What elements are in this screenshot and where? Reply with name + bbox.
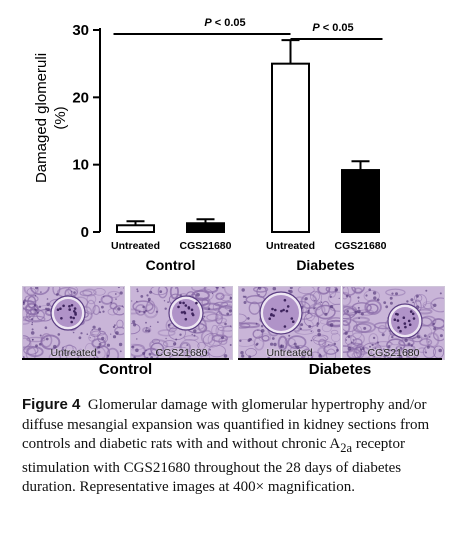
bar-diabetes-untreated [271, 62, 310, 233]
x-group-label: Control [146, 257, 196, 273]
caption-text: Glomerular damage with glomerular hypert… [22, 397, 430, 452]
bar-control-untreated [116, 224, 155, 233]
y-tick-label: 0 [81, 224, 89, 241]
micrograph-group-label-control: Control [98, 361, 153, 378]
micrograph-label: Untreated [50, 347, 97, 359]
figure-caption: Figure 4 Glomerular damage with glomerul… [22, 395, 447, 498]
y-axis-label: Damaged glomeruli(%) [33, 53, 69, 183]
micrograph-diabetes-cgs21680: CGS21680 [342, 286, 445, 360]
micrograph-group-label-diabetes: Diabetes [308, 361, 372, 378]
significance-label: P < 0.05 [204, 17, 245, 29]
micrograph-row: Untreated CGS21680 Untreated CGS21680 [22, 286, 445, 360]
y-tick-label: 30 [72, 22, 89, 39]
kidney-section-image [343, 287, 444, 359]
figure-label: Figure 4 [22, 396, 81, 413]
kidney-section-image [23, 287, 124, 359]
bar-control-cgs21680 [186, 222, 225, 234]
micrograph-control-untreated: Untreated [22, 286, 125, 360]
control-group-line [22, 358, 229, 360]
significance-label: P < 0.05 [312, 22, 353, 34]
bars [116, 39, 380, 234]
y-axis-label-line: Damaged glomeruli [33, 53, 50, 183]
x-tick-label: CGS21680 [180, 240, 232, 252]
x-tick-label: Untreated [111, 240, 160, 252]
x-tick-label: CGS21680 [335, 240, 387, 252]
y-tick-label: 20 [72, 89, 89, 106]
significance-annotations: P < 0.05 P < 0.05 [113, 17, 383, 40]
kidney-section-image [239, 287, 340, 359]
micrograph-diabetes-untreated: Untreated [238, 286, 341, 360]
micrograph-label: CGS21680 [155, 347, 208, 359]
caption-subscript: 2a [340, 441, 353, 455]
y-axis: 0 10 20 30 [72, 22, 101, 241]
micrograph-label: CGS21680 [367, 347, 420, 359]
y-tick-label: 10 [72, 157, 89, 174]
x-tick-label: Untreated [266, 240, 315, 252]
y-axis-label-line: (%) [52, 106, 69, 129]
micrograph-control-cgs21680: CGS21680 [130, 286, 233, 360]
bar-diabetes-cgs21680 [341, 169, 380, 233]
caption-text-end: receptor stimulation with CGS21680 throu… [22, 436, 405, 495]
diabetes-group-line [238, 358, 442, 360]
micrograph-label: Untreated [266, 347, 313, 359]
x-group-label: Diabetes [296, 257, 355, 273]
kidney-section-image [131, 287, 232, 359]
x-axis-labels: Untreated CGS21680 Untreated CGS21680Contro… [111, 240, 387, 273]
